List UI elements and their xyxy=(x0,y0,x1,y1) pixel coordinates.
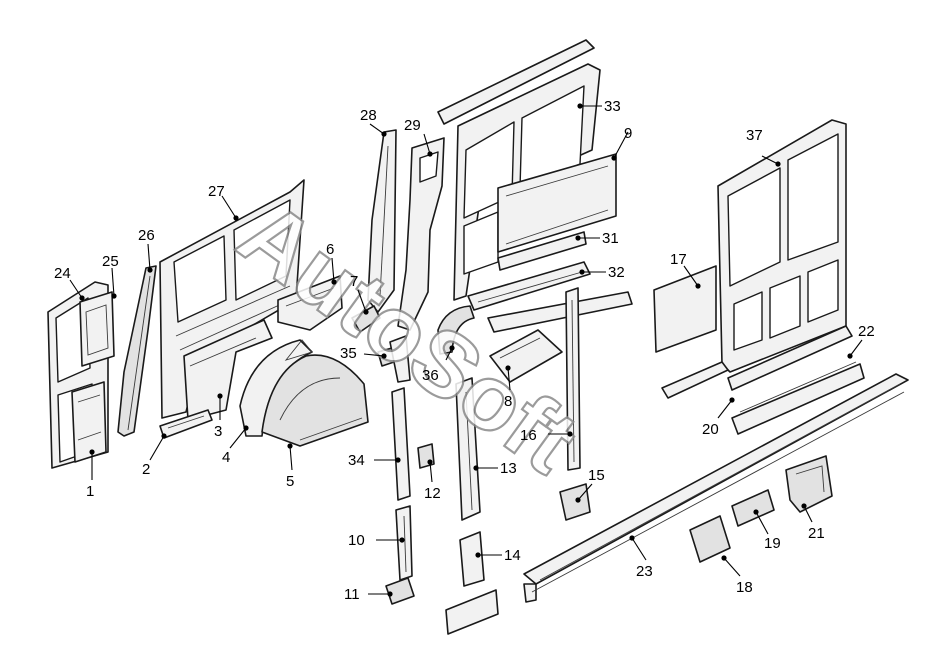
callout-21: 21 xyxy=(808,525,825,542)
part-12-clip xyxy=(417,443,435,469)
callout-19: 19 xyxy=(764,535,781,552)
callout-35: 35 xyxy=(340,345,357,362)
callout-14: 14 xyxy=(504,547,521,564)
callout-20: 20 xyxy=(702,421,719,438)
callout-1: 1 xyxy=(86,483,94,500)
callout-2: 2 xyxy=(142,461,150,478)
part-lower-plate xyxy=(445,589,499,635)
callout-29: 29 xyxy=(404,117,421,134)
part-5-wheel-house xyxy=(261,339,369,447)
part-17-panel xyxy=(653,265,717,353)
callout-10: 10 xyxy=(348,532,365,549)
callout-13: 13 xyxy=(500,460,517,477)
part-22-sill xyxy=(727,325,865,435)
callout-25: 25 xyxy=(102,253,119,270)
callout-5: 5 xyxy=(286,473,294,490)
part-34-post xyxy=(389,335,411,501)
part-29-pillar xyxy=(397,137,445,331)
callout-16: 16 xyxy=(520,427,537,444)
part-10-post xyxy=(395,505,413,581)
part-1-panel xyxy=(71,381,107,463)
callout-17: 17 xyxy=(670,251,687,268)
callout-33: 33 xyxy=(604,98,621,115)
callout-18: 18 xyxy=(736,579,753,596)
callout-3: 3 xyxy=(214,423,222,440)
callout-6: 6 xyxy=(326,241,334,258)
leaders xyxy=(69,103,863,597)
part-32-step xyxy=(467,261,633,333)
callout-22: 22 xyxy=(858,323,875,340)
callout-9: 9 xyxy=(624,125,632,142)
part-11-bracket xyxy=(385,577,415,605)
callout-28: 28 xyxy=(360,107,377,124)
callout-34: 34 xyxy=(348,452,365,469)
part-33-rear-section xyxy=(437,39,601,301)
part-6-panel xyxy=(277,275,343,331)
part-26-curved-pillar xyxy=(117,265,157,437)
callout-37: 37 xyxy=(746,127,763,144)
part-28-pillar xyxy=(367,129,397,313)
callout-8: 8 xyxy=(504,393,512,410)
part-37-rear-door xyxy=(717,119,847,373)
callout-26: 26 xyxy=(138,227,155,244)
part-14-bracket xyxy=(459,531,485,587)
part-25-pillar xyxy=(79,291,115,367)
part-13-post xyxy=(455,377,481,521)
part-16-post xyxy=(565,287,581,471)
callout-31: 31 xyxy=(602,230,619,247)
part-15-bracket xyxy=(559,483,591,521)
part-9-panel xyxy=(497,153,617,253)
callout-36: 36 xyxy=(422,367,439,384)
part-20-rail xyxy=(661,361,729,399)
callout-27: 27 xyxy=(208,183,225,200)
callout-32: 32 xyxy=(608,264,625,281)
part-19-bracket xyxy=(731,489,775,527)
part-31-rail xyxy=(497,231,587,271)
callout-24: 24 xyxy=(54,265,71,282)
callout-4: 4 xyxy=(222,449,230,466)
callout-11: 11 xyxy=(344,586,360,603)
callout-23: 23 xyxy=(636,563,653,580)
callout-labels: 1 2 3 4 5 6 7 8 9 10 11 12 13 14 15 16 1… xyxy=(54,98,875,603)
part-18-bracket xyxy=(689,515,731,563)
callout-15: 15 xyxy=(588,467,605,484)
part-23-long-sill xyxy=(523,373,909,603)
callout-12: 12 xyxy=(424,485,441,502)
callout-7: 7 xyxy=(350,273,358,290)
part-21-bracket xyxy=(785,455,833,513)
